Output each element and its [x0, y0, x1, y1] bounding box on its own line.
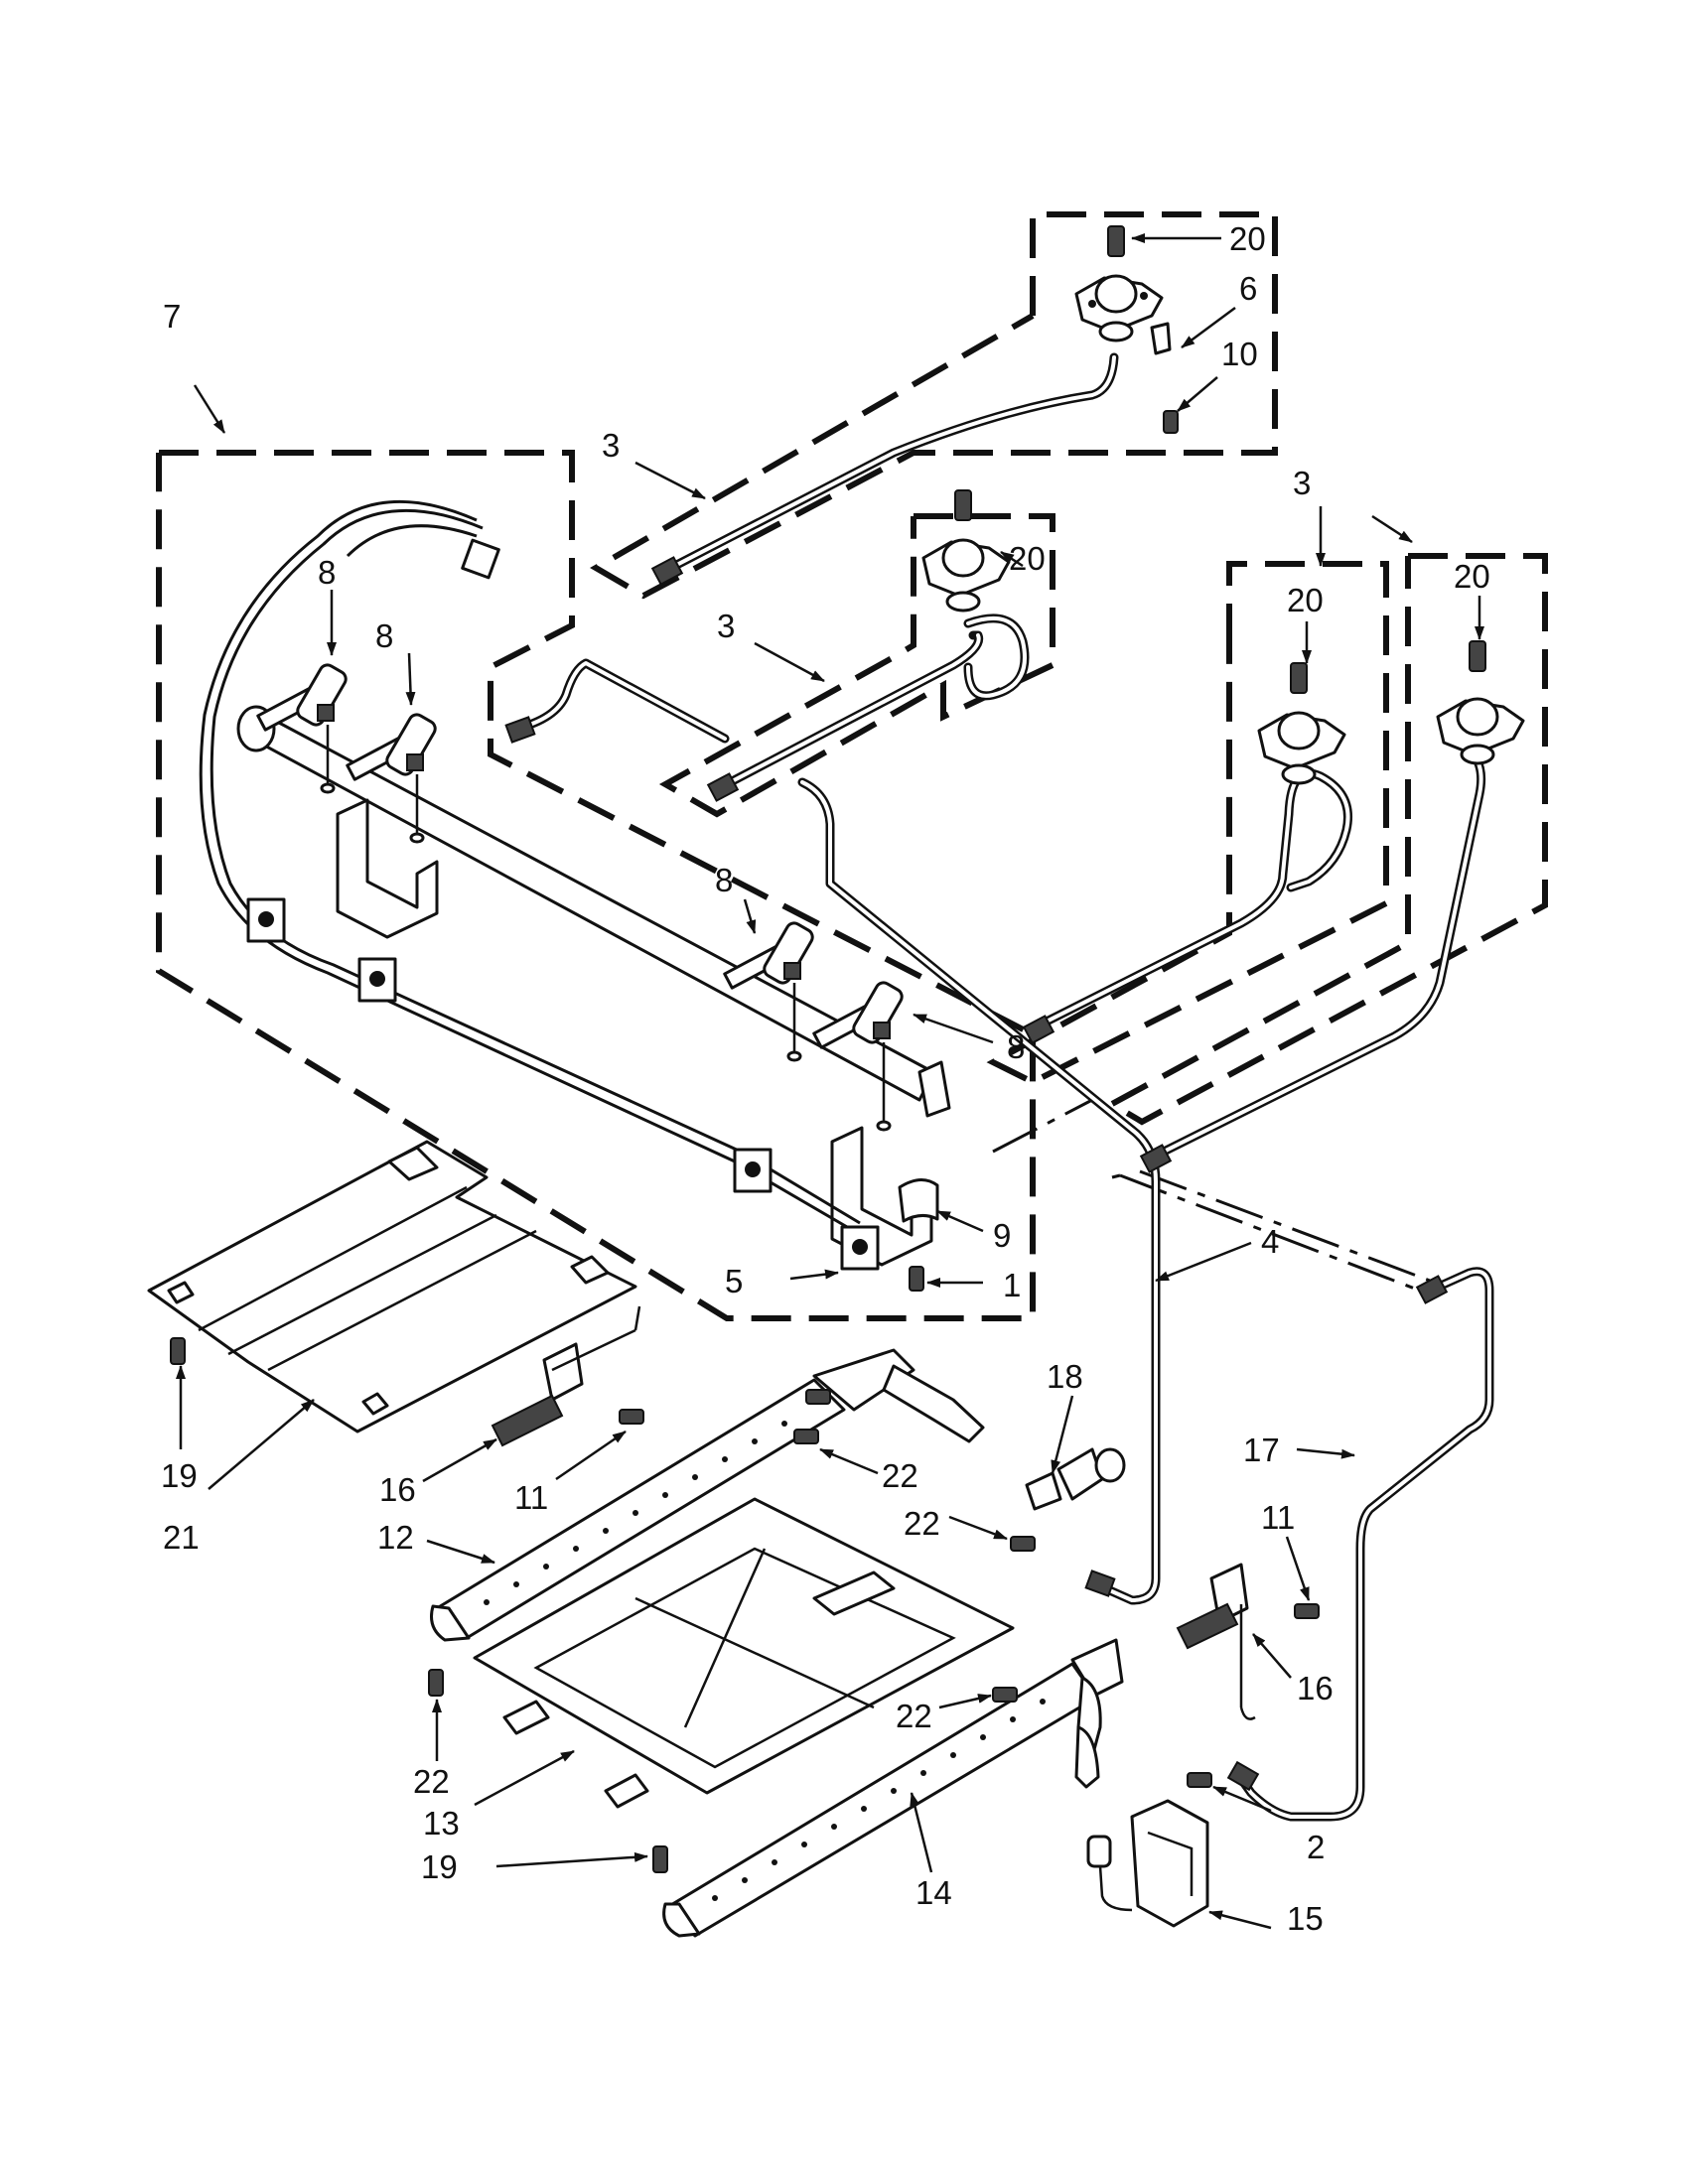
- valve-right-1: [1257, 662, 1346, 785]
- callout-21: 21: [163, 1519, 200, 1556]
- orifice-holders: [256, 663, 904, 1132]
- callout-13: 13: [423, 1805, 460, 1842]
- callout-15: 15: [1287, 1900, 1324, 1937]
- callout-8a: 8: [318, 554, 336, 591]
- screw-22-d: [992, 1687, 1018, 1703]
- callout-3b: 3: [717, 608, 735, 644]
- callout-4: 4: [1261, 1223, 1279, 1260]
- callout-20a: 20: [1229, 220, 1266, 257]
- screw-22-a: [793, 1429, 819, 1444]
- callout-12: 12: [377, 1519, 414, 1556]
- orifice-holder-2: [346, 713, 437, 844]
- group-boundaries: [156, 211, 1548, 1321]
- screw-22-e: [428, 1669, 444, 1697]
- callout-9: 9: [993, 1217, 1011, 1254]
- callout-20c: 20: [1287, 582, 1324, 618]
- callout-20b: 20: [1009, 540, 1046, 577]
- callout-18: 18: [1047, 1358, 1083, 1395]
- igniter-left: [491, 1305, 641, 1447]
- callout-16a: 16: [379, 1471, 416, 1508]
- callout-20d: 20: [1454, 558, 1490, 595]
- boundary-right-valve-1: [986, 561, 1389, 1086]
- burner-valves: [921, 225, 1525, 785]
- callout-10: 10: [1221, 336, 1258, 372]
- valve-clip: [1150, 322, 1172, 355]
- callout-8d: 8: [1007, 1028, 1025, 1065]
- callout-11a: 11: [514, 1479, 548, 1516]
- oven-valve-15: [1130, 1799, 1209, 1928]
- screw-2: [1187, 1772, 1212, 1788]
- callout-1: 1: [1003, 1267, 1021, 1303]
- screw-19-top: [170, 1337, 186, 1365]
- igniters: [428, 1305, 1320, 1873]
- callout-14: 14: [915, 1874, 952, 1911]
- screw-11-right: [1294, 1603, 1320, 1619]
- heat-shield: [147, 1140, 637, 1433]
- igniter-right: [1176, 1563, 1256, 1720]
- screw-11-left: [619, 1409, 644, 1425]
- orifice-holder-3: [723, 921, 814, 1062]
- boundary-manifold: [156, 450, 1036, 1321]
- callout-3a: 3: [602, 427, 620, 464]
- manifold-assembly: [199, 499, 951, 1292]
- screw-1: [909, 1266, 924, 1292]
- leader-arrows: [176, 233, 1484, 1930]
- orifice-holder-4: [812, 981, 904, 1132]
- callout-22a: 22: [882, 1457, 918, 1494]
- callout-19b: 19: [421, 1848, 458, 1885]
- valve-right-2: [1436, 640, 1525, 765]
- callout-16b: 16: [1297, 1670, 1334, 1706]
- baffle-13: [473, 1497, 1015, 1795]
- screw-19-bottom: [652, 1845, 668, 1873]
- callout-8b: 8: [375, 617, 393, 654]
- orifice-18: [1025, 1471, 1062, 1511]
- center-lines: [992, 1098, 1431, 1293]
- callout-5: 5: [725, 1263, 743, 1299]
- callout-2: 2: [1307, 1829, 1325, 1865]
- valve-top: [1074, 225, 1164, 342]
- callout-11b: 11: [1261, 1499, 1295, 1536]
- callout-7: 7: [163, 298, 181, 335]
- callout-19a: 19: [161, 1457, 198, 1494]
- boundary-right-valve-2: [1105, 553, 1548, 1126]
- callout-22b: 22: [904, 1505, 940, 1542]
- tube-fittings: [504, 556, 1449, 1792]
- screw-10: [1163, 410, 1179, 434]
- burners: [430, 1348, 1124, 1938]
- callout-6: 6: [1239, 270, 1257, 307]
- manifold-clip: [898, 1178, 939, 1223]
- callout-22c: 22: [896, 1698, 932, 1734]
- callout-17: 17: [1243, 1432, 1280, 1468]
- oven-parts: [1025, 1447, 1209, 1928]
- callout-3c: 3: [1293, 465, 1311, 501]
- boundary-top-valve: [590, 211, 1278, 600]
- callout-8c: 8: [715, 862, 733, 898]
- screw-22-b: [805, 1389, 831, 1405]
- screw-22-c: [1010, 1536, 1036, 1552]
- callout-labels: 20 6 10 7 3 3 3 20 20 20 8 8 8 8 9 1 5 4…: [161, 220, 1490, 1937]
- callout-22d: 22: [413, 1763, 450, 1800]
- valve-middle: [921, 489, 1011, 613]
- orifice-holder-1: [256, 663, 348, 794]
